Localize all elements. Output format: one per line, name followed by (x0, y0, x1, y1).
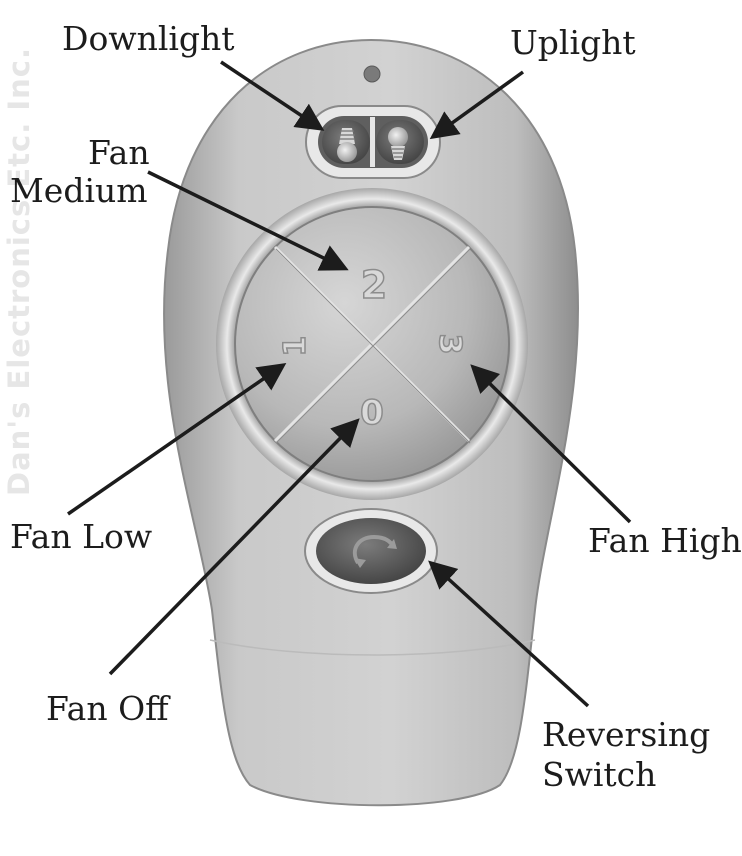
watermark: Dan's Electronics Etc. Inc. (2, 47, 36, 496)
reversing-switch (304, 508, 438, 594)
downlight-arrow (220, 60, 325, 131)
reverse-rotation-icon (352, 534, 397, 568)
label-fan-medium-line1: Fan (88, 133, 150, 172)
body-seam (209, 639, 536, 656)
label-reversing-line2: Switch (542, 755, 657, 794)
fan-low-button[interactable]: 1 (277, 335, 314, 357)
downlight-bulb-icon (337, 128, 357, 162)
fan-high-button[interactable]: 3 (431, 333, 468, 355)
fan-speed-pad: 2 3 1 0 (216, 188, 528, 500)
label-reversing-line1: Reversing (542, 715, 711, 754)
light-button-divider (370, 117, 375, 167)
fan-off-arrow (108, 418, 360, 676)
label-fan-low: Fan Low (10, 517, 153, 556)
uplight-arrow (429, 70, 525, 140)
label-downlight: Downlight (62, 19, 235, 58)
reversing-switch-arrow (428, 560, 590, 708)
fan-medium-arrow (147, 170, 349, 271)
label-fan-high: Fan High (588, 521, 742, 560)
label-fan-off: Fan Off (46, 689, 169, 728)
label-uplight: Uplight (510, 23, 636, 62)
led-indicator (363, 65, 381, 83)
fan-low-arrow (67, 363, 287, 516)
uplight-button[interactable] (376, 120, 424, 164)
fan-medium-button[interactable]: 2 (360, 262, 388, 308)
fan-high-arrow (470, 364, 632, 524)
fan-pad-divider (273, 245, 471, 443)
fan-pad-divider-shadow (275, 248, 471, 444)
fan-off-button[interactable]: 0 (359, 392, 384, 434)
uplight-bulb-icon (388, 127, 408, 160)
callout-arrows (67, 60, 632, 708)
downlight-button[interactable] (322, 120, 370, 164)
label-fan-medium-line2: Medium (10, 171, 148, 210)
reversing-switch-button[interactable] (316, 518, 426, 584)
light-buttons (305, 105, 441, 179)
